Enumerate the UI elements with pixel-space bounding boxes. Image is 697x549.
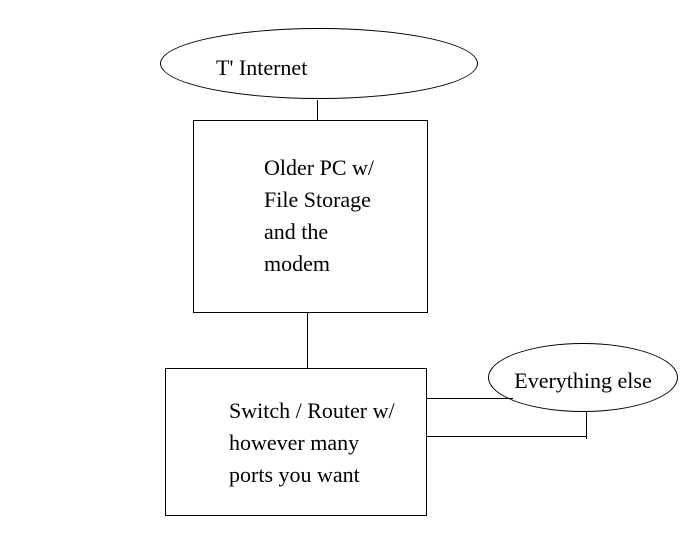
older-pc-label-line-1: Older PC w/ [264, 155, 374, 180]
connector-switch-everything-upper [427, 398, 513, 399]
older-pc-label-line-2: File Storage [264, 187, 371, 212]
connector-switch-everything-lower [427, 436, 587, 437]
connector-internet-olderpc [317, 100, 318, 131]
switch-router-box [165, 368, 427, 516]
internet-label: T' Internet [216, 55, 308, 80]
connector-everything-drop [586, 411, 587, 439]
everything-else-label: Everything else [514, 368, 652, 393]
older-pc-label: Older PC w/ File Storage and the modem [264, 152, 374, 280]
switch-router-label: Switch / Router w/ however many ports yo… [229, 395, 395, 491]
everything-else-ellipse [488, 343, 678, 412]
switch-router-label-line-1: Switch / Router w/ [229, 398, 395, 423]
older-pc-label-line-3: and the [264, 219, 329, 244]
older-pc-box [193, 120, 428, 313]
switch-router-label-line-3: ports you want [229, 462, 360, 487]
connector-olderpc-switch [307, 312, 308, 377]
older-pc-label-line-4: modem [264, 251, 330, 276]
internet-ellipse [160, 28, 478, 99]
switch-router-label-line-2: however many [229, 430, 360, 455]
